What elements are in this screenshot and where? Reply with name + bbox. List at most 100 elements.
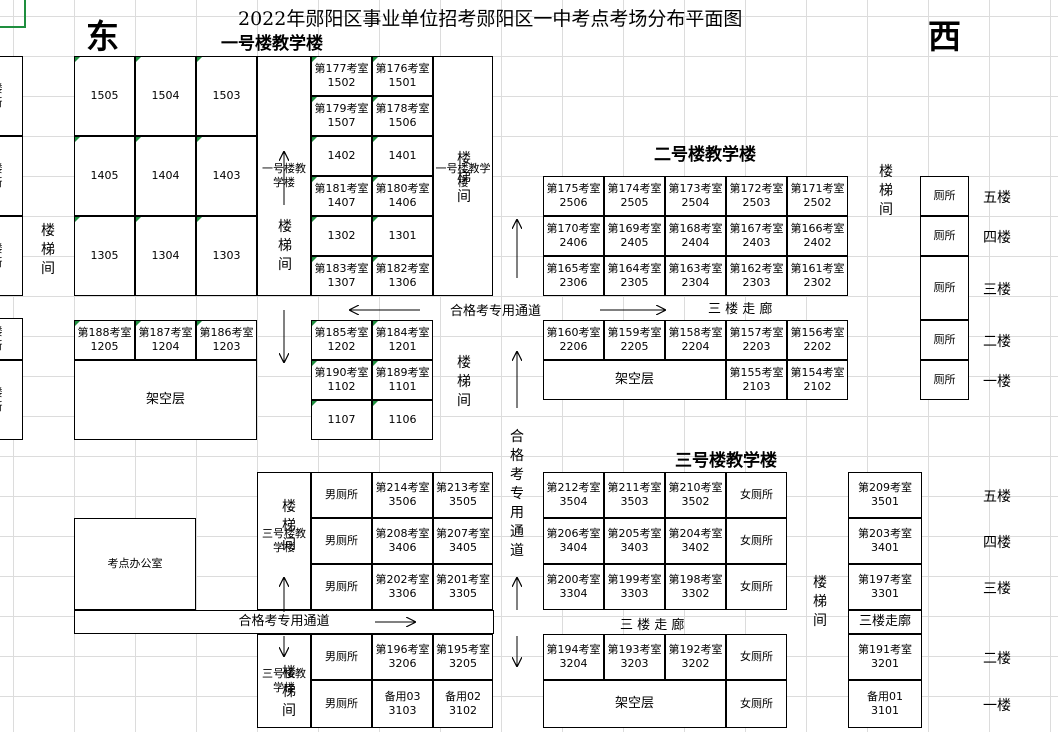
female-toilet[interactable]: 女厕所 [726, 518, 787, 564]
active-cell-marker[interactable] [0, 0, 26, 28]
left-partial-cell[interactable]: 一楼厕所 [0, 360, 23, 440]
room-cell[interactable]: 1405 [74, 136, 135, 216]
female-toilet[interactable]: 女厕所 [726, 564, 787, 610]
toilet-cell[interactable]: 厕所 [920, 256, 969, 320]
room-cell[interactable]: 1401 [372, 136, 433, 176]
stilt-floor[interactable]: 架空层 [543, 680, 726, 728]
corridor-right[interactable]: 三楼走廓 [848, 610, 922, 634]
building1-stair-right[interactable]: 一号楼教学楼 [433, 56, 493, 296]
office-room[interactable]: 考点办公室 [74, 518, 196, 610]
male-toilet[interactable]: 男厕所 [311, 472, 372, 518]
stilt-floor[interactable]: 架空层 [543, 360, 726, 400]
room-cell[interactable]: 1302 [311, 216, 372, 256]
room-cell[interactable]: 1404 [135, 136, 196, 216]
female-toilet[interactable]: 女厕所 [726, 680, 787, 728]
stilt-floor[interactable]: 架空层 [74, 360, 257, 440]
passage-horizontal-lower[interactable]: 合格考专用通道 [74, 610, 494, 634]
room-cell[interactable]: 1301 [372, 216, 433, 256]
female-toilet[interactable]: 女厕所 [726, 634, 787, 680]
male-toilet[interactable]: 男厕所 [311, 680, 372, 728]
room-cell[interactable]: 1402 [311, 136, 372, 176]
room-cell[interactable]: 1403 [196, 136, 257, 216]
room-cell[interactable]: 1303 [196, 216, 257, 296]
building1-stair-block[interactable]: 一号楼教学楼 [257, 56, 311, 296]
toilet-cell[interactable]: 厕所 [920, 216, 969, 256]
toilet-cell[interactable]: 厕所 [920, 360, 969, 400]
male-toilet[interactable]: 男厕所 [311, 564, 372, 610]
room-cell[interactable]: 1503 [196, 56, 257, 136]
toilet-cell[interactable]: 厕所 [920, 320, 969, 360]
room-cell[interactable]: 1106 [372, 400, 433, 440]
room-cell[interactable]: 1504 [135, 56, 196, 136]
room-cell[interactable]: 1505 [74, 56, 135, 136]
male-toilet[interactable]: 男厕所 [311, 518, 372, 564]
room-cell[interactable]: 1107 [311, 400, 372, 440]
